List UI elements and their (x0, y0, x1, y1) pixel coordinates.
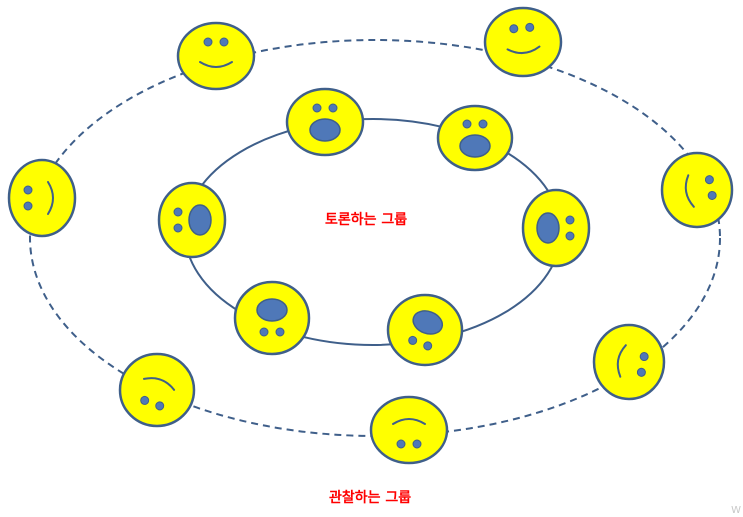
outer-face-left (7, 158, 77, 238)
outer-face-top-left (176, 21, 256, 91)
inner-face-bottom-left (233, 280, 311, 356)
outer-face-bottom-right (592, 323, 666, 401)
smiley-face-icon (23, 181, 54, 215)
smiley-face-icon (199, 37, 233, 68)
observation-group-label: 관찰하는 그룹 (329, 490, 412, 506)
inner-face-top-right (436, 104, 514, 172)
inner-face-left (157, 181, 227, 259)
smiley-face-icon (684, 174, 717, 208)
smiley-face-icon (140, 377, 176, 411)
corner-mark: W (731, 505, 741, 516)
discussion-group-label: 토론하는 그룹 (325, 212, 408, 228)
outer-face-bottom-left (118, 352, 196, 428)
outer-face-right (660, 151, 734, 229)
inner-face-top-left (285, 87, 365, 157)
smiley-face-icon (392, 418, 426, 449)
inner-face-bottom-right (386, 293, 464, 367)
surprised-face-icon (408, 310, 444, 351)
smiley-face-icon (506, 22, 541, 54)
surprised-face-icon (173, 204, 212, 236)
surprised-face-icon (459, 119, 491, 158)
inner-face-right (521, 188, 591, 268)
surprised-face-icon (536, 212, 575, 244)
outer-face-top-right (483, 6, 563, 78)
smiley-face-icon (616, 344, 649, 378)
outer-face-bottom (369, 395, 449, 465)
surprised-face-icon (256, 298, 288, 337)
surprised-face-icon (309, 103, 341, 142)
